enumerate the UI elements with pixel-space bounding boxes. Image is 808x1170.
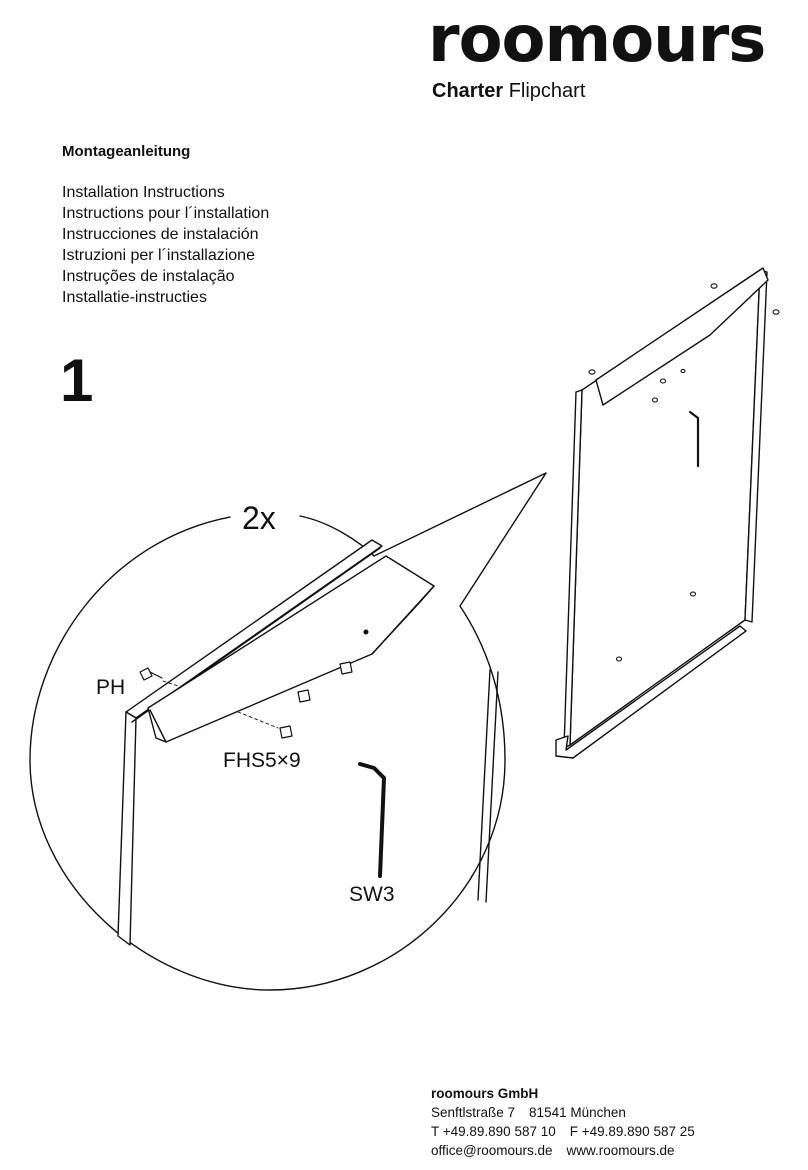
flipchart-board-overview: [555, 267, 780, 759]
phone-fax-line: T +49.89.890 587 10 F +49.89.890 587 25: [431, 1122, 695, 1141]
part-label-key: SW3: [349, 883, 395, 906]
language-item-es: Instrucciones de instalación: [62, 226, 259, 243]
website: www.roomours.de: [566, 1143, 675, 1158]
part-label-screw: FHS5×9: [223, 749, 301, 772]
language-item-nl: Installatie-instructies: [62, 289, 207, 306]
detail-board: [117, 539, 499, 946]
city: 81541 München: [529, 1105, 626, 1120]
step-number: 1: [60, 347, 94, 414]
language-item-fr: Instructions pour l´installation: [62, 205, 270, 222]
detail-bracket: [147, 555, 435, 743]
product-brand: Charter: [432, 80, 504, 102]
part-label-ph: PH: [96, 676, 126, 699]
product-name: Flipchart: [508, 80, 586, 102]
detail-hardware: [139, 661, 353, 739]
brand-logo: roomours: [428, 3, 766, 77]
company-name: roomours GmbH: [431, 1086, 539, 1101]
product-title: Charter Flipchart: [432, 78, 585, 104]
address-line: Senftlstraße 7 81541 München: [431, 1103, 695, 1122]
web-line: office@roomours.de www.roomours.de: [431, 1141, 695, 1160]
instructions-heading: Montageanleitung: [62, 143, 191, 160]
detail-count-label: 2x: [242, 500, 276, 536]
detail-hex-key: [358, 762, 386, 878]
language-item-pt: Instruções de instalação: [62, 268, 235, 285]
email: office@roomours.de: [431, 1143, 553, 1158]
language-item-it: Istruzioni per l´installazione: [62, 247, 255, 264]
language-list: Installation Instructions Instructions p…: [62, 182, 269, 308]
phone: T +49.89.890 587 10: [431, 1124, 556, 1139]
street: Senftlstraße 7: [431, 1105, 516, 1120]
language-item-en: Installation Instructions: [62, 184, 225, 201]
company-contact: roomours GmbH Senftlstraße 7 81541 Münche…: [431, 1084, 695, 1160]
fax: F +49.89.890 587 25: [569, 1124, 695, 1139]
